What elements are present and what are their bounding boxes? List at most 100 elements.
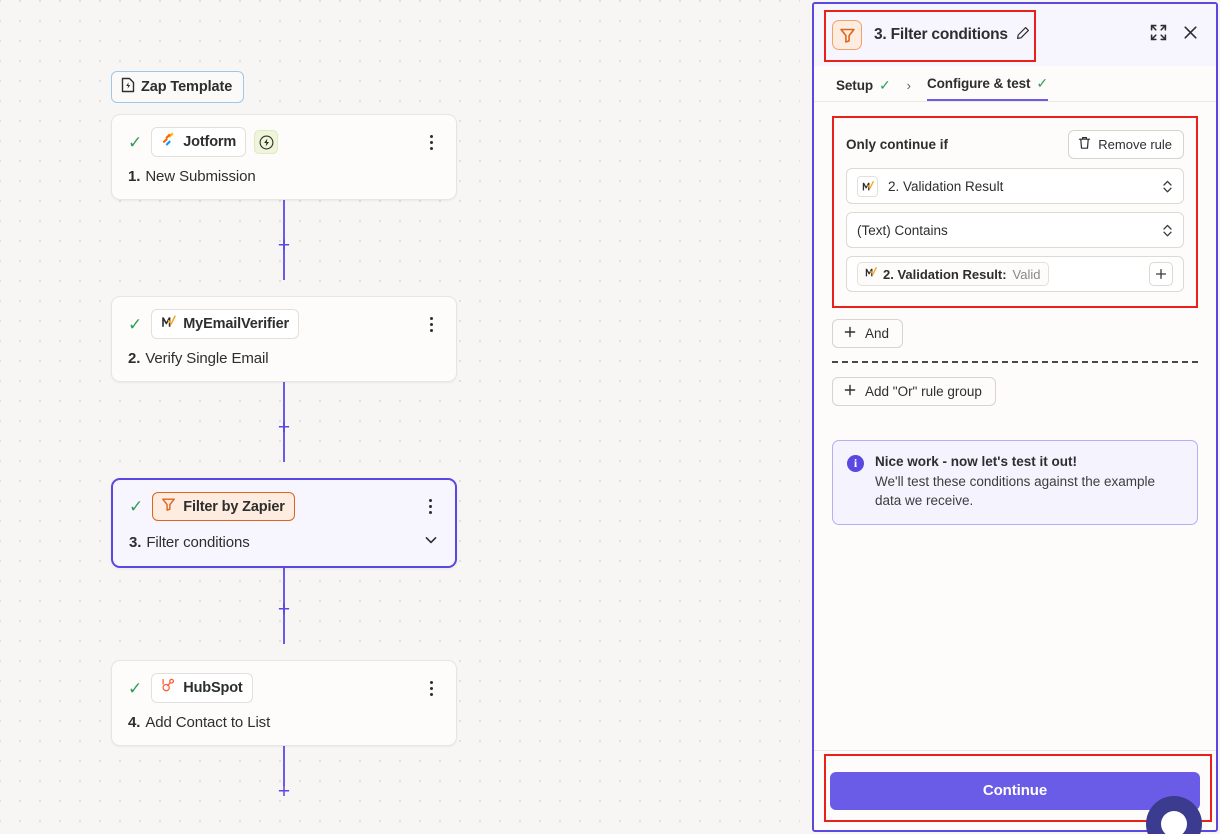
chat-launcher-inner (1161, 811, 1187, 834)
zap-template-label: Zap Template (141, 79, 233, 95)
jotform-icon (160, 132, 176, 152)
add-step-button-3[interactable]: + (277, 597, 291, 621)
node-4-title-text: Add Contact to List (145, 714, 271, 731)
lightning-bolt-icon (254, 130, 279, 154)
panel-header: 3. Filter conditions (814, 4, 1216, 66)
plus-icon (844, 384, 856, 399)
workflow-node-4[interactable]: ✓ HubSpot 4. Add Contact (111, 660, 457, 746)
filter-operator-value: (Text) Contains (857, 222, 948, 238)
node-2-more-menu[interactable] (422, 315, 440, 333)
node-1-app-label: Jotform (183, 134, 237, 150)
connector-3-4 (283, 564, 285, 644)
node-1-title: 1. New Submission (128, 168, 440, 185)
filter-field-value: 2. Validation Result (888, 178, 1004, 194)
workflow-node-2[interactable]: ✓ MyEmailVerifier 2. Verify Single Email (111, 296, 457, 382)
field-token-label: 2. Validation Result: (883, 266, 1007, 282)
myemailverifier-icon (864, 266, 877, 282)
node-3-app-label: Filter by Zapier (183, 498, 285, 515)
info-icon: i (847, 455, 864, 472)
tab-configure-and-test[interactable]: Configure & test ✓ (927, 75, 1048, 101)
myemailverifier-icon (160, 314, 177, 334)
or-row: Add "Or" rule group (832, 377, 1198, 406)
node-2-header: ✓ MyEmailVerifier (128, 309, 440, 339)
info-callout-text: We'll test these conditions against the … (875, 474, 1155, 509)
field-token[interactable]: 2. Validation Result: Valid (857, 262, 1050, 286)
connector-4-end (283, 746, 285, 786)
myemailverifier-icon (857, 175, 878, 197)
and-row: And (832, 319, 1198, 348)
filter-value-input[interactable]: 2. Validation Result: Valid (846, 256, 1184, 292)
filter-funnel-icon (832, 20, 862, 50)
add-step-button-1[interactable]: + (277, 233, 291, 257)
chevron-down-icon[interactable] (423, 532, 439, 552)
info-callout: i Nice work - now let's test it out! We'… (832, 440, 1198, 526)
insert-data-button[interactable] (1149, 262, 1173, 286)
node-4-more-menu[interactable] (422, 679, 440, 697)
add-step-button-2[interactable]: + (277, 415, 291, 439)
filter-field-select[interactable]: 2. Validation Result (846, 168, 1184, 204)
node-4-number: 4. (128, 714, 141, 731)
node-3-more-menu[interactable] (421, 498, 439, 516)
tab-setup-label: Setup (836, 78, 874, 93)
add-and-condition-button[interactable]: And (832, 319, 904, 348)
node-3-app-chip[interactable]: Filter by Zapier (152, 492, 295, 521)
node-4-title: 4. Add Contact to List (128, 714, 440, 731)
zap-template-badge[interactable]: Zap Template (111, 71, 245, 103)
only-continue-if-label: Only continue if (846, 137, 949, 152)
workflow-canvas[interactable]: Zap Template + + + + ✓ (0, 0, 800, 834)
add-or-label: Add "Or" rule group (865, 384, 982, 399)
node-4-app-label: HubSpot (183, 680, 243, 696)
page-title: 3. Filter conditions (874, 26, 1008, 43)
node-2-number: 2. (128, 350, 141, 367)
chat-launcher[interactable] (1146, 796, 1202, 834)
step-detail-panel: 3. Filter conditions (812, 2, 1218, 832)
panel-header-right (1150, 24, 1202, 46)
node-3-header: ✓ Filter by Zapier (129, 492, 439, 521)
panel-tabs: Setup ✓ › Configure & test ✓ (814, 66, 1216, 102)
file-lightning-icon (121, 77, 135, 97)
panel-title-wrap: 3. Filter conditions (874, 26, 1030, 45)
node-2-app-label: MyEmailVerifier (183, 316, 289, 332)
node-2-title: 2. Verify Single Email (128, 350, 440, 367)
workflow-node-1[interactable]: ✓ Jotform (111, 114, 457, 200)
continue-button[interactable]: Continue (830, 771, 1200, 810)
tab-configure-check: ✓ (1036, 75, 1049, 91)
node-1-app-chip[interactable]: Jotform (151, 127, 247, 157)
filter-funnel-icon (161, 497, 176, 516)
add-or-rule-group-button[interactable]: Add "Or" rule group (832, 377, 996, 406)
panel-footer: Continue (814, 750, 1216, 830)
panel-body: Only continue if Remove rule (814, 102, 1216, 750)
panel-header-left: 3. Filter conditions (832, 20, 1030, 50)
remove-rule-button[interactable]: Remove rule (1068, 130, 1184, 159)
pencil-icon[interactable] (1016, 26, 1030, 45)
rule-group-header: Only continue if Remove rule (846, 130, 1184, 159)
connector-1-2 (283, 200, 285, 280)
node-1-number: 1. (128, 168, 141, 185)
node-1-more-menu[interactable] (422, 133, 440, 151)
tab-setup[interactable]: Setup ✓ (836, 77, 891, 101)
node-4-app-chip[interactable]: HubSpot (151, 673, 253, 703)
node-3-status-check: ✓ (129, 497, 144, 516)
node-4-header: ✓ HubSpot (128, 673, 440, 703)
filter-operator-select[interactable]: (Text) Contains (846, 212, 1184, 248)
filter-rule-group: Only continue if Remove rule (832, 116, 1198, 308)
tab-separator: › (906, 78, 911, 93)
node-3-title-text: Filter conditions (146, 533, 250, 551)
tab-setup-check: ✓ (879, 77, 891, 93)
workflow-node-3[interactable]: ✓ Filter by Zapier 3. Filter conditions (111, 478, 457, 568)
remove-rule-label: Remove rule (1098, 137, 1172, 152)
plus-icon (844, 326, 856, 341)
node-1-title-text: New Submission (145, 168, 256, 185)
node-2-app-chip[interactable]: MyEmailVerifier (151, 309, 299, 339)
info-callout-title: Nice work - now let's test it out! (875, 454, 1077, 469)
chevron-updown-icon (1162, 179, 1173, 194)
expand-icon[interactable] (1150, 24, 1167, 46)
close-icon[interactable] (1183, 25, 1198, 45)
node-1-status-check: ✓ (128, 132, 143, 152)
node-1-header: ✓ Jotform (128, 127, 440, 157)
add-step-button-4[interactable]: + (277, 779, 291, 803)
trash-icon (1078, 136, 1091, 153)
chevron-updown-icon (1162, 223, 1173, 238)
node-3-number: 3. (129, 533, 142, 551)
